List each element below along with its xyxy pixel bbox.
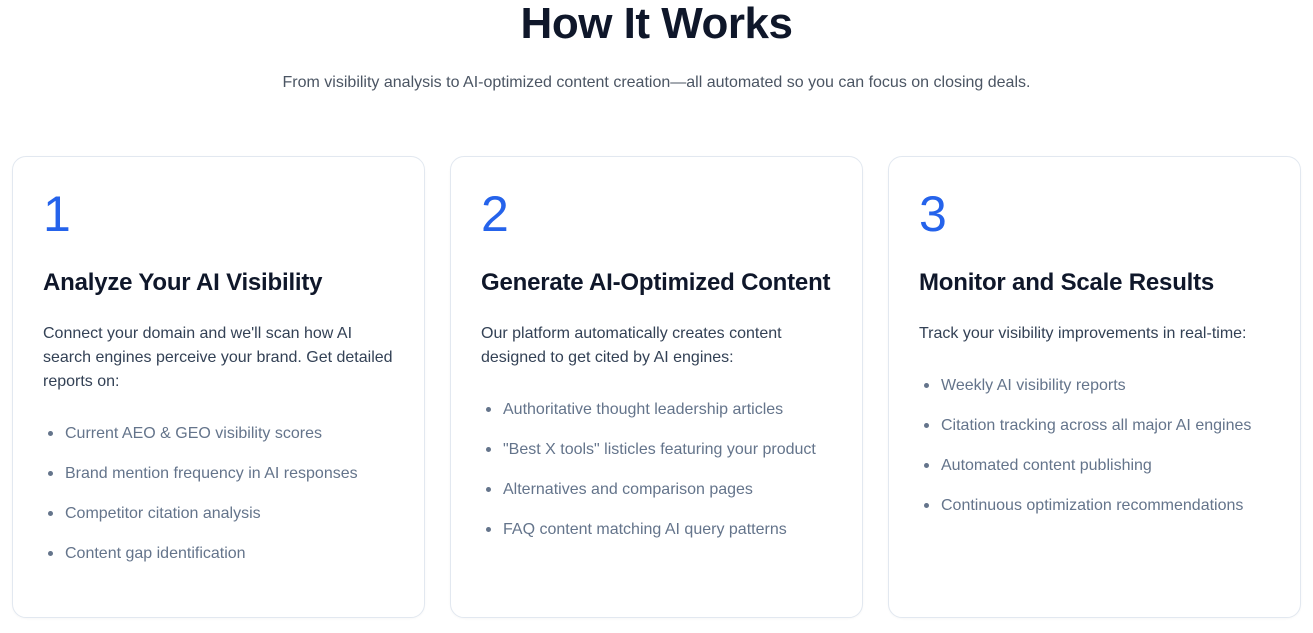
step-card: 3 Monitor and Scale Results Track your v… [888,156,1301,618]
bullet-item: Citation tracking across all major AI en… [919,414,1270,438]
step-title: Generate AI-Optimized Content [481,269,831,296]
steps-row: 1 Analyze Your AI Visibility Connect you… [0,156,1313,618]
step-card: 2 Generate AI-Optimized Content Our plat… [450,156,863,618]
step-bullet-list: Authoritative thought leadership article… [481,398,832,542]
bullet-item: Continuous optimization recommendations [919,494,1270,518]
section-subtitle: From visibility analysis to AI-optimized… [282,74,1031,91]
page-title: How It Works [520,0,793,48]
bullet-item: Content gap identification [43,542,394,566]
step-number: 1 [43,186,71,242]
bullet-item: Brand mention frequency in AI responses [43,462,394,486]
bullet-item: Alternatives and comparison pages [481,478,832,502]
step-card: 1 Analyze Your AI Visibility Connect you… [12,156,425,618]
bullet-item: Automated content publishing [919,454,1270,478]
bullet-item: "Best X tools" listicles featuring your … [481,438,832,462]
bullet-item: Weekly AI visibility reports [919,374,1270,398]
bullet-item: Competitor citation analysis [43,502,394,526]
step-description: Connect your domain and we'll scan how A… [43,325,393,391]
how-it-works-section: How It Works From visibility analysis to… [0,0,1313,96]
step-title: Analyze Your AI Visibility [43,269,323,296]
bullet-item: Authoritative thought leadership article… [481,398,832,422]
step-title: Monitor and Scale Results [919,269,1215,296]
step-description: Our platform automatically creates conte… [481,325,782,367]
bullet-item: FAQ content matching AI query patterns [481,518,832,542]
bullet-item: Current AEO & GEO visibility scores [43,422,394,446]
step-description: Track your visibility improvements in re… [919,325,1247,343]
step-number: 3 [919,186,947,242]
step-number: 2 [481,186,509,242]
